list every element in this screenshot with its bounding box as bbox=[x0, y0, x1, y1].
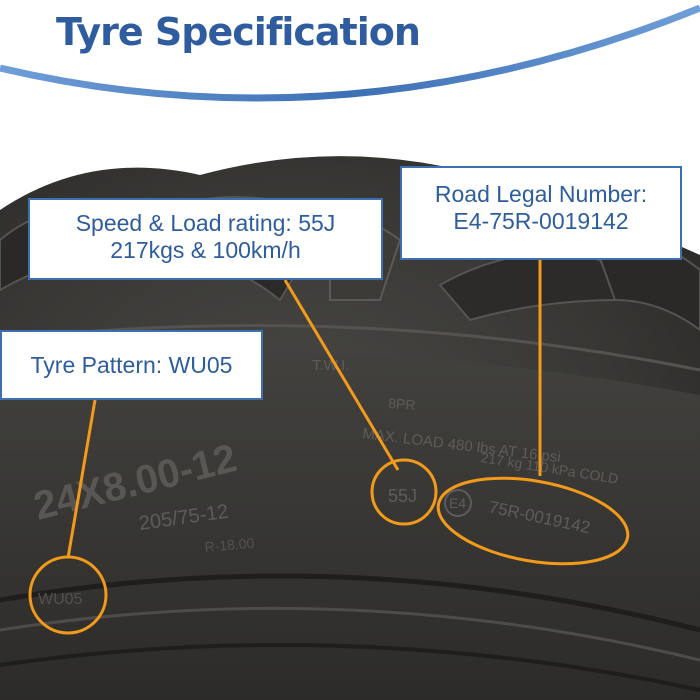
header-arc bbox=[0, 0, 700, 95]
sidewall-rib bbox=[0, 643, 700, 692]
highlight-pattern-code bbox=[28, 555, 108, 635]
leader-speed-load bbox=[283, 279, 400, 471]
callout-road-legal-line2: E4-75R-0019142 bbox=[453, 208, 629, 235]
marking-pattern-code: WU05 bbox=[38, 591, 83, 608]
marking-ply: 8PR bbox=[388, 395, 416, 413]
marking-speed-code: 55J bbox=[388, 486, 417, 506]
header-arc-line bbox=[0, 4, 700, 102]
e-mark-circle bbox=[444, 489, 472, 517]
marking-e-mark: E4 bbox=[449, 495, 466, 511]
leader-lines bbox=[28, 258, 630, 635]
marking-small: R-18.00 bbox=[204, 535, 255, 555]
callout-road-legal: Road Legal Number: E4-75R-0019142 bbox=[400, 166, 682, 260]
callout-speed-load-line2: 217kgs & 100km/h bbox=[110, 237, 301, 264]
page-title: Tyre Specification bbox=[56, 10, 421, 54]
callout-speed-load-line1: Speed & Load rating: 55J bbox=[75, 210, 336, 236]
callout-road-legal-line1: Road Legal Number: bbox=[434, 181, 648, 207]
callout-pattern: Tyre Pattern: WU05 bbox=[0, 330, 263, 400]
tyre bbox=[0, 156, 700, 700]
highlight-approval-number bbox=[436, 476, 630, 566]
sidewall-rib bbox=[0, 573, 700, 633]
leader-pattern bbox=[66, 399, 97, 559]
callout-pattern-line1: Tyre Pattern: WU05 bbox=[30, 352, 233, 378]
callout-speed-load: Speed & Load rating: 55J 217kgs & 100km/… bbox=[28, 198, 383, 280]
highlight-speed-code bbox=[370, 458, 438, 526]
marking-twi: T.W.I. bbox=[312, 357, 350, 374]
